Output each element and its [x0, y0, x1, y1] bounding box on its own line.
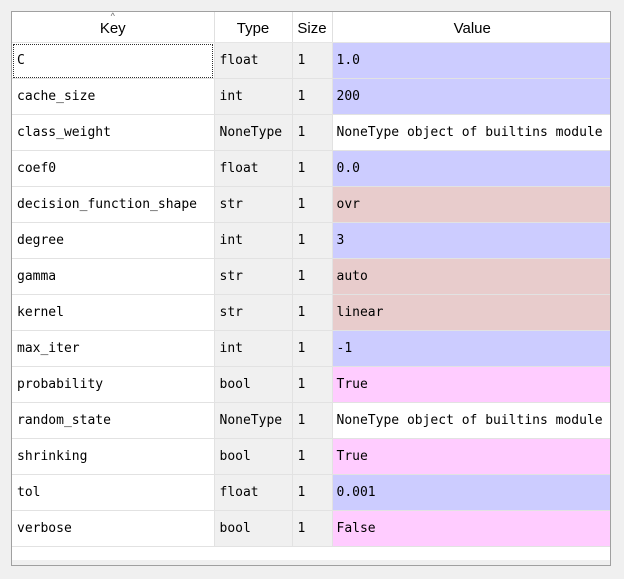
type-cell[interactable]: str — [214, 258, 293, 295]
key-cell[interactable]: shrinking — [12, 438, 215, 475]
size-cell[interactable]: 1 — [292, 258, 333, 295]
size-cell[interactable]: 1 — [292, 402, 333, 439]
size-cell[interactable]: 1 — [292, 150, 333, 187]
size-cell[interactable]: 1 — [292, 510, 333, 547]
value-cell[interactable]: auto — [332, 258, 610, 295]
key-cell[interactable]: probability — [12, 366, 215, 403]
type-cell[interactable]: NoneType — [214, 114, 293, 151]
key-cell[interactable]: cache_size — [12, 78, 215, 115]
value-cell[interactable]: True — [332, 366, 610, 403]
size-cell[interactable]: 1 — [292, 222, 333, 259]
value-cell[interactable]: 1.0 — [332, 42, 610, 79]
column-header-size[interactable]: Size — [292, 12, 333, 43]
key-cell[interactable]: max_iter — [12, 330, 215, 367]
key-cell[interactable]: decision_function_shape — [12, 186, 215, 223]
size-cell[interactable]: 1 — [292, 474, 333, 511]
type-cell[interactable]: bool — [214, 366, 293, 403]
header-row: ^ Key Type Size Value — [12, 11, 610, 43]
column-header-value-label: Value — [453, 20, 491, 37]
column-header-key[interactable]: ^ Key — [12, 11, 215, 43]
type-cell[interactable]: bool — [214, 438, 293, 475]
value-cell[interactable]: ovr — [332, 186, 610, 223]
type-cell[interactable]: float — [214, 42, 293, 79]
key-cell[interactable]: gamma — [12, 258, 215, 295]
value-cell[interactable]: False — [332, 510, 610, 547]
column-header-type[interactable]: Type — [214, 12, 293, 43]
key-cell[interactable]: C — [12, 42, 215, 79]
value-cell[interactable]: NoneType object of builtins module — [332, 114, 610, 151]
sort-ascending-icon: ^ — [110, 11, 115, 21]
value-cell[interactable]: 0.0 — [332, 150, 610, 187]
type-cell[interactable]: NoneType — [214, 402, 293, 439]
key-cell[interactable]: verbose — [12, 510, 215, 547]
key-cell[interactable]: tol — [12, 474, 215, 511]
key-cell[interactable]: class_weight — [12, 114, 215, 151]
type-cell[interactable]: str — [214, 186, 293, 223]
column-header-size-label: Size — [297, 20, 327, 37]
key-cell[interactable]: kernel — [12, 294, 215, 331]
value-cell[interactable]: 200 — [332, 78, 610, 115]
column-header-value[interactable]: Value — [332, 12, 610, 43]
size-cell[interactable]: 1 — [292, 186, 333, 223]
size-cell[interactable]: 1 — [292, 438, 333, 475]
value-cell[interactable]: True — [332, 438, 610, 475]
key-cell[interactable]: degree — [12, 222, 215, 259]
type-cell[interactable]: bool — [214, 510, 293, 547]
column-header-type-label: Type — [236, 20, 270, 37]
value-cell[interactable]: 0.001 — [332, 474, 610, 511]
type-cell[interactable]: int — [214, 222, 293, 259]
value-cell[interactable]: linear — [332, 294, 610, 331]
value-cell[interactable]: NoneType object of builtins module — [332, 402, 610, 439]
size-cell[interactable]: 1 — [292, 366, 333, 403]
size-cell[interactable]: 1 — [292, 114, 333, 151]
horizontal-scroll-area — [12, 560, 610, 565]
value-cell[interactable]: 3 — [332, 222, 610, 259]
type-cell[interactable]: int — [214, 330, 293, 367]
type-cell[interactable]: float — [214, 150, 293, 187]
size-cell[interactable]: 1 — [292, 294, 333, 331]
type-cell[interactable]: int — [214, 78, 293, 115]
key-cell[interactable]: random_state — [12, 402, 215, 439]
key-cell[interactable]: coef0 — [12, 150, 215, 187]
type-cell[interactable]: str — [214, 294, 293, 331]
size-cell[interactable]: 1 — [292, 330, 333, 367]
type-cell[interactable]: float — [214, 474, 293, 511]
value-cell[interactable]: -1 — [332, 330, 610, 367]
size-cell[interactable]: 1 — [292, 42, 333, 79]
column-header-key-label: Key — [99, 20, 126, 37]
size-cell[interactable]: 1 — [292, 78, 333, 115]
